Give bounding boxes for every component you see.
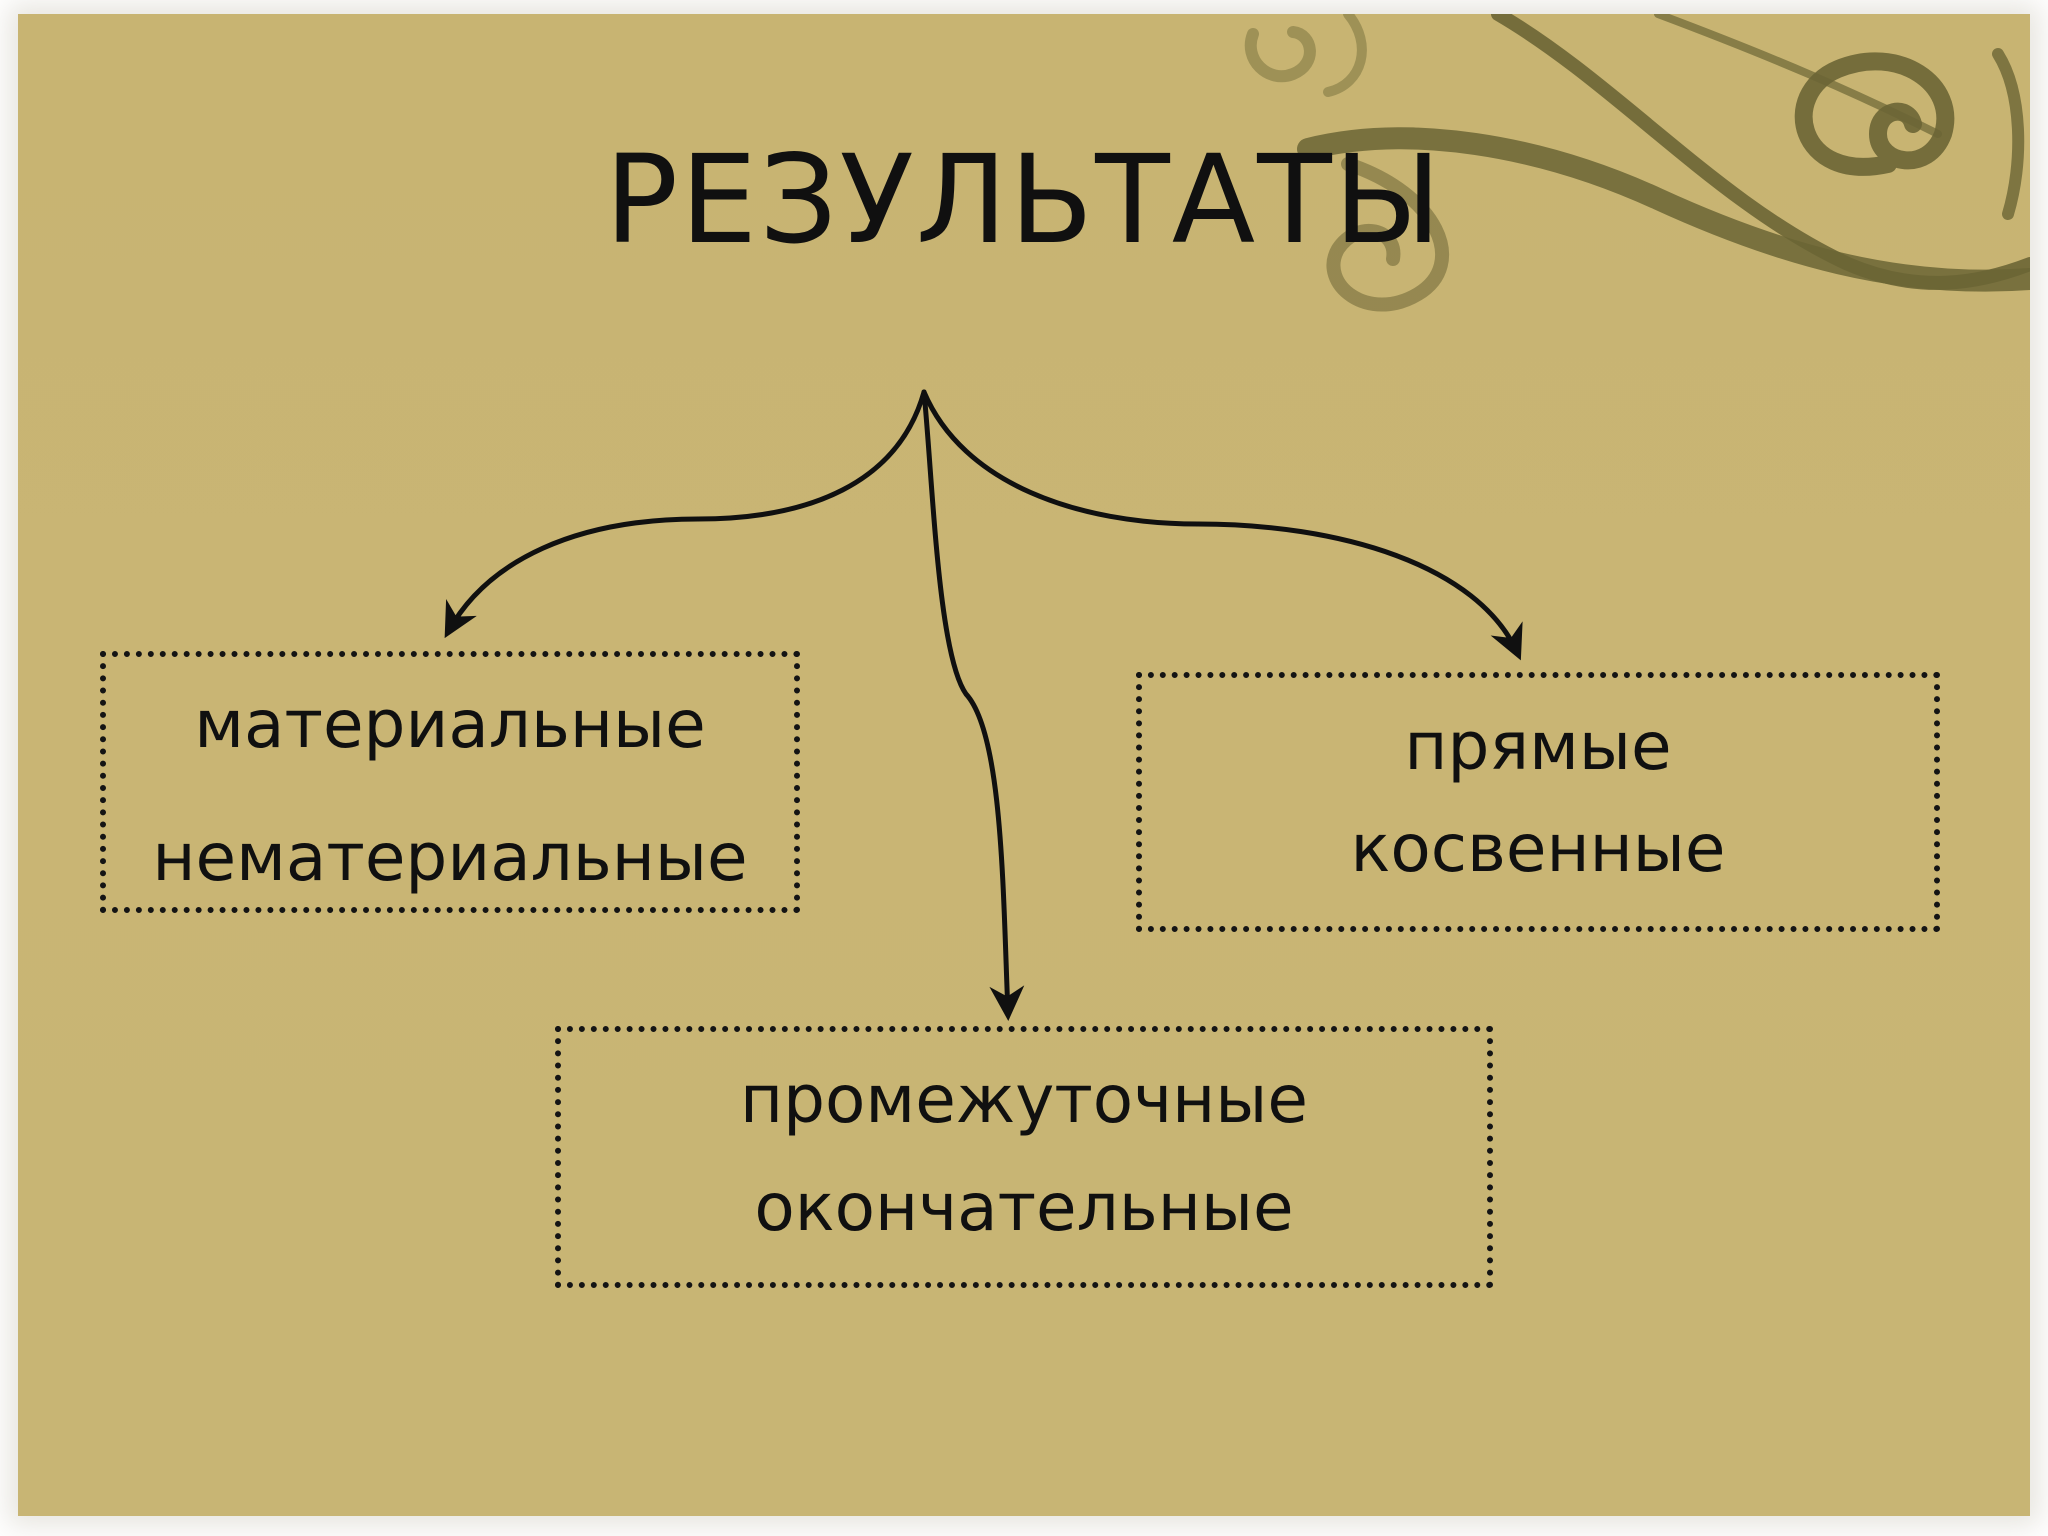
decorative-swirl-ornament [1244,14,2030,312]
node-direct-box: прямые косвенные [1136,672,1940,932]
node-label-material: материальные [194,686,706,763]
node-label-indirect: косвенные [1350,810,1726,887]
slide: РЕЗУЛЬТАТЫ материальные нематериальные п… [18,14,2030,1516]
node-label-final: окончательные [754,1169,1294,1246]
node-material-box: материальные нематериальные [100,651,800,913]
arrow-to-right-node [921,389,1523,661]
node-intermediate-box: промежуточные окончательные [555,1026,1493,1288]
node-label-direct: прямые [1404,708,1672,785]
arrow-to-left-node [444,389,927,639]
node-label-nonmaterial: нематериальные [152,819,748,896]
node-label-intermediate: промежуточные [739,1061,1309,1138]
page-title: РЕЗУЛЬТАТЫ [604,129,1444,271]
connector-arrows [444,389,1523,1021]
arrow-to-bottom-node [921,389,1025,1021]
